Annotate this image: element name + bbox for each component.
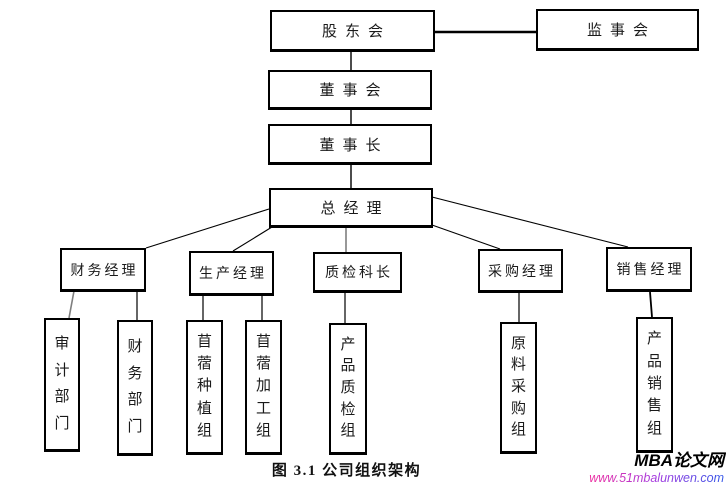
node-finance-manager: 财务经理 <box>60 248 146 292</box>
node-general-manager: 总经理 <box>269 188 433 228</box>
node-purchasing-manager: 采购经理 <box>478 249 563 293</box>
connector-line <box>431 224 501 250</box>
node-raw-material-group: 原料采购组 <box>500 322 537 454</box>
connector-line <box>68 290 75 319</box>
connector-line <box>649 291 653 318</box>
node-board: 董事会 <box>268 70 432 110</box>
connector-line <box>431 196 629 248</box>
watermark: MBA论文网 www.51mbalunwen.com <box>589 451 724 485</box>
node-supervisory: 监事会 <box>536 9 699 51</box>
node-audit-department: 审计部门 <box>44 318 80 452</box>
watermark-url: www.51mbalunwen.com <box>589 470 724 485</box>
node-alfalfa-planting-group: 苜蓿种植组 <box>186 320 223 455</box>
watermark-brand: MBA论文网 <box>634 451 724 470</box>
connector-line <box>145 208 270 249</box>
node-production-manager: 生产经理 <box>189 251 274 296</box>
node-sales-manager: 销售经理 <box>606 247 692 292</box>
node-chairman: 董事长 <box>268 124 432 165</box>
node-product-sales-group: 产品销售组 <box>636 317 673 453</box>
node-shareholders: 股东会 <box>270 10 435 52</box>
node-finance-department: 财务部门 <box>117 320 153 456</box>
node-product-qc-group: 产品质检组 <box>329 323 367 455</box>
connector-line <box>232 226 273 252</box>
node-qc-section-chief: 质检科长 <box>313 252 402 293</box>
figure-caption: 图 3.1 公司组织架构 <box>271 463 422 479</box>
node-alfalfa-processing-group: 苜蓿加工组 <box>245 320 282 455</box>
